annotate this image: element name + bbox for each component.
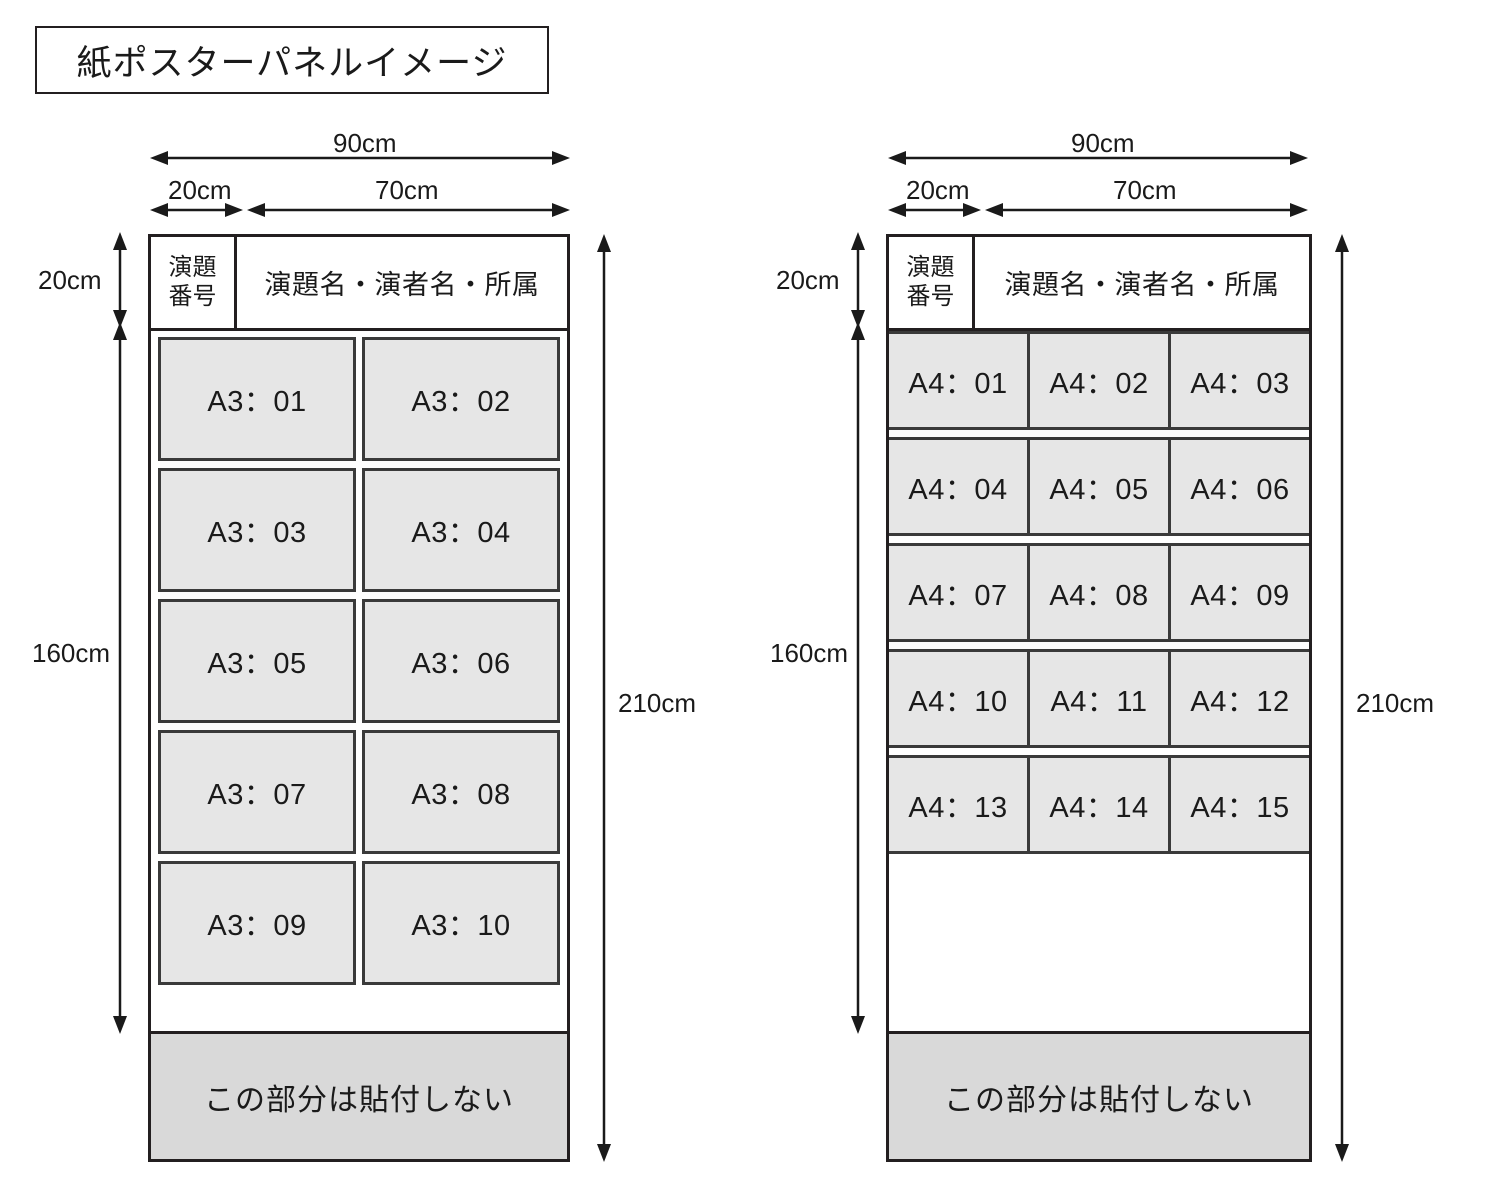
a3-dim-poster-area-arrow [112,322,128,1034]
a4-no-paste-band: この部分は貼付しない [889,1031,1309,1159]
a3-panel-group: 90cm 20cm 70cm 20cm 160cm [32,128,697,1162]
a3-header-number-cell: 演題 番号 [151,237,237,328]
a4-header-number-line1: 演題 [906,254,955,282]
a4-poster-slot[interactable]: A4：02 [1030,334,1171,427]
a3-header-title-cell: 演題名・演者名・所属 [264,270,540,300]
a3-poster-slot[interactable]: A3：03 [158,468,356,592]
a3-grid-row: A3：05 A3：06 [158,599,560,723]
a4-poster-slot[interactable]: A4：12 [1171,652,1309,745]
a4-dim-total-width-label: 90cm [1071,128,1135,158]
a3-poster-slot[interactable]: A3：10 [362,861,560,985]
a3-poster-slot[interactable]: A3：01 [158,337,356,461]
a4-dim-num-col-label: 20cm [906,175,970,205]
a4-poster-slot[interactable]: A4：09 [1171,546,1309,639]
a3-dim-total-height-label: 210cm [618,688,697,718]
a4-panel-header: 演題 番号 演題名・演者名・所属 [889,237,1309,331]
a4-grid-row: A4：07 A4：08 A4：09 [889,543,1309,642]
a4-poster-slot[interactable]: A4：07 [889,546,1030,639]
a4-dim-total-height-label: 210cm [1356,688,1435,718]
a3-grid-row: A3：09 A3：10 [158,861,560,985]
a4-grid-row: A4：01 A4：02 A4：03 [889,331,1309,430]
a4-empty-area [889,861,1309,1013]
a3-poster-panel: 演題 番号 演題名・演者名・所属 A3：01 A3：02 A3：03 A3：04… [148,234,570,1162]
a4-dim-total-width-arrow [888,150,1308,166]
a3-dim-poster-area-label: 160cm [32,638,111,668]
a4-poster-slot[interactable]: A4：10 [889,652,1030,745]
a4-dim-num-col-arrow [888,202,981,218]
a4-poster-slot[interactable]: A4：15 [1171,758,1309,851]
a3-dim-num-col-label: 20cm [168,175,232,205]
a4-dim-content-col-label: 70cm [1113,175,1177,205]
a3-poster-slot[interactable]: A3：08 [362,730,560,854]
a3-poster-slot[interactable]: A3：02 [362,337,560,461]
a4-dim-poster-area-label: 160cm [770,638,849,668]
a3-dim-content-col-arrow [247,202,570,218]
a3-dim-header-height-label: 20cm [38,265,102,295]
a3-no-paste-band: この部分は貼付しない [151,1031,567,1159]
a4-dim-header-height-label: 20cm [776,265,840,295]
a3-dim-header-height-arrow [112,232,128,328]
page-title: 紙ポスターパネルイメージ [76,43,508,83]
a3-header-number-line1: 演題 [168,254,217,282]
a3-panel-header: 演題 番号 演題名・演者名・所属 [151,237,567,331]
a3-grid-row: A3：01 A3：02 [158,337,560,461]
a4-header-number-line2: 番号 [906,282,955,310]
a3-grid-row: A3：07 A3：08 [158,730,560,854]
a3-poster-slot[interactable]: A3：07 [158,730,356,854]
a3-grid-row: A3：03 A3：04 [158,468,560,592]
a4-dim-header-height-arrow [850,232,866,328]
a4-grid-row: A4：13 A4：14 A4：15 [889,755,1309,854]
a4-poster-slot[interactable]: A4：08 [1030,546,1171,639]
a4-poster-slot[interactable]: A4：03 [1171,334,1309,427]
a4-poster-slot[interactable]: A4：04 [889,440,1030,533]
a4-poster-slot[interactable]: A4：11 [1030,652,1171,745]
a4-poster-slot[interactable]: A4：14 [1030,758,1171,851]
a3-dim-total-width-arrow [150,150,570,166]
a4-poster-grid: A4：01 A4：02 A4：03 A4：04 A4：05 A4：06 A4：0… [889,331,1309,1013]
a4-poster-slot[interactable]: A4：06 [1171,440,1309,533]
a3-poster-slot[interactable]: A3：09 [158,861,356,985]
a3-dim-content-col-label: 70cm [375,175,439,205]
a3-poster-grid: A3：01 A3：02 A3：03 A3：04 A3：05 A3：06 A3：0… [151,331,567,988]
a4-dim-poster-area-arrow [850,322,866,1034]
a4-dim-content-col-arrow [985,202,1308,218]
a3-dim-total-height-arrow [596,234,612,1162]
a4-poster-slot[interactable]: A4：01 [889,334,1030,427]
diagram-title-box: 紙ポスターパネルイメージ [35,26,549,94]
a4-poster-slot[interactable]: A4：05 [1030,440,1171,533]
a3-poster-slot[interactable]: A3：05 [158,599,356,723]
a4-panel-group: 90cm 20cm 70cm 20cm 160cm [738,0,1488,1187]
a3-dim-num-col-arrow [150,202,243,218]
a4-grid-row: A4：10 A4：11 A4：12 [889,649,1309,748]
a4-poster-panel: 演題 番号 演題名・演者名・所属 A4：01 A4：02 A4：03 A4：04… [886,234,1312,1162]
a4-grid-row: A4：04 A4：05 A4：06 [889,437,1309,536]
a3-dim-total-width-label: 90cm [333,128,397,158]
a4-header-title-cell: 演題名・演者名・所属 [1004,270,1280,300]
a4-poster-slot[interactable]: A4：13 [889,758,1030,851]
a4-dim-total-height-arrow [1334,234,1350,1162]
a4-header-number-cell: 演題 番号 [889,237,975,328]
a3-poster-slot[interactable]: A3：06 [362,599,560,723]
a3-header-number-line2: 番号 [168,282,217,310]
a3-poster-slot[interactable]: A3：04 [362,468,560,592]
